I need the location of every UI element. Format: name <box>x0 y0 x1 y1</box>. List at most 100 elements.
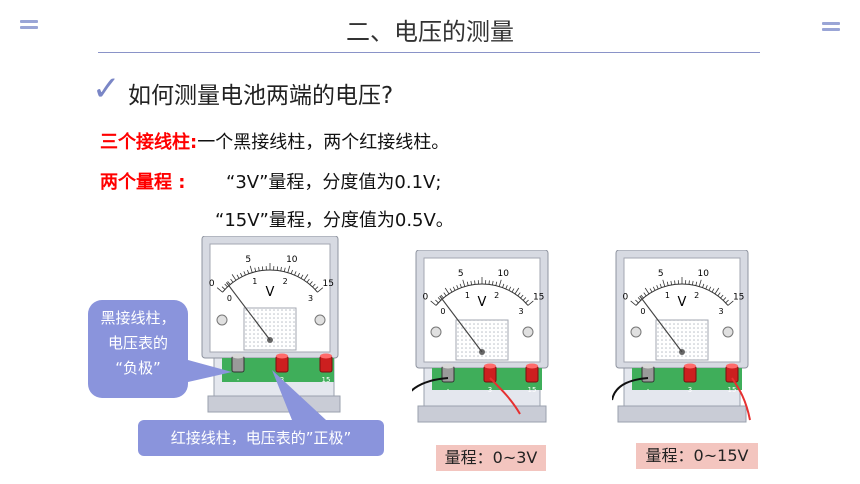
callout-pointer-black <box>188 360 232 382</box>
scale-tick <box>692 280 694 285</box>
scale-tick <box>662 279 666 287</box>
scale-tick <box>670 280 672 285</box>
terminal-cap <box>526 363 538 369</box>
scale-tick <box>466 281 469 286</box>
scale-tick <box>525 299 529 304</box>
scale-tick <box>714 287 720 295</box>
scale-arc <box>635 283 729 306</box>
inner-scale-label: 2 <box>694 291 699 300</box>
scale-tick <box>243 271 246 276</box>
scale-tick <box>502 283 505 288</box>
three-terminals-label: 三个接线柱: <box>100 132 198 153</box>
scale-tick <box>294 271 297 276</box>
scale-tick <box>314 286 319 290</box>
scale-tick <box>520 294 524 299</box>
two-ranges-line: 两个量程 : <box>100 168 185 194</box>
terminal-label: 15 <box>322 376 331 384</box>
scale-tick <box>449 288 453 293</box>
outer-scale-label: 15 <box>322 279 333 289</box>
scale-tick <box>452 286 456 291</box>
scale-tick <box>254 267 257 272</box>
terminal-label: 3 <box>488 386 492 394</box>
scale-tick <box>440 294 444 299</box>
range-3v-text: “3V”量程，分度值为0.1V; <box>226 172 442 193</box>
meter-needle <box>439 295 483 353</box>
inner-scale-label: 0 <box>640 307 645 316</box>
scale-tick <box>462 279 466 287</box>
scale-tick <box>717 292 721 297</box>
range-label-15v: 量程：0~15V <box>636 443 758 469</box>
outer-scale-label: 0 <box>209 279 215 289</box>
scale-tick <box>644 287 650 295</box>
callout-black-terminal: 黑接线柱， 电压表的 “负极” <box>88 300 188 398</box>
inner-scale-label: 2 <box>283 277 288 286</box>
scale-tick <box>725 299 729 304</box>
scale-tick <box>317 287 324 293</box>
unit-symbol: V <box>678 295 687 310</box>
scale-tick <box>283 267 286 272</box>
scale-tick <box>649 288 653 293</box>
scale-tick <box>508 286 512 291</box>
menu-icon-right[interactable] <box>822 22 840 31</box>
scale-tick <box>498 279 502 287</box>
menu-icon-left[interactable] <box>20 20 38 29</box>
meter-needle <box>639 295 683 353</box>
scale-tick <box>459 283 462 288</box>
scale-tick <box>435 299 439 304</box>
scale-tick <box>630 300 637 306</box>
scale-tick <box>306 278 310 283</box>
scale-tick <box>430 300 437 306</box>
callout-black-line3: “负极” <box>115 359 161 377</box>
terminal-label: - <box>647 386 650 394</box>
scale-tick <box>637 297 642 301</box>
scale-tick <box>297 272 300 277</box>
scale-tick <box>258 266 260 272</box>
scale-tick <box>708 286 712 291</box>
outer-scale-label: 5 <box>245 255 251 265</box>
terminal-cap <box>684 363 696 369</box>
callout-pointer-red <box>272 370 326 420</box>
terminal-cap <box>442 363 454 369</box>
outer-scale-label: 15 <box>733 292 744 302</box>
scale-tick <box>659 283 662 288</box>
scale-tick <box>517 292 521 297</box>
red-wire <box>489 377 521 415</box>
scale-tick <box>666 281 669 286</box>
inner-scale-label: 3 <box>308 294 313 303</box>
outer-scale-label: 0 <box>422 292 428 302</box>
scale-tick <box>227 281 231 285</box>
scale-tick <box>221 286 226 290</box>
scale-tick <box>698 279 702 287</box>
terminal-cap <box>726 363 738 369</box>
scale-tick <box>495 281 498 286</box>
outer-scale-label: 10 <box>697 269 709 279</box>
outer-scale-label: 15 <box>533 292 544 302</box>
scale-tick <box>492 280 494 285</box>
terminal-label: 15 <box>528 386 537 394</box>
scale-tick <box>231 274 237 281</box>
scale-tick <box>303 274 309 281</box>
meter-needle <box>225 282 271 341</box>
inner-scale-label: 1 <box>465 291 470 300</box>
title-divider <box>98 52 760 53</box>
callout-black-line2: 电压表的 <box>107 334 168 352</box>
scale-tick <box>443 292 447 297</box>
scale-tick <box>514 287 520 295</box>
scale-tick <box>300 274 304 279</box>
scale-tick <box>240 272 243 277</box>
scale-tick <box>640 294 644 299</box>
question-text: 如何测量电池两端的电压? <box>128 83 394 109</box>
unit-symbol: V <box>266 285 275 300</box>
terminal-cap <box>232 353 244 359</box>
outer-scale-label: 10 <box>497 269 509 279</box>
inner-scale-label: 0 <box>440 307 445 316</box>
scale-tick <box>230 278 234 283</box>
inner-scale-label: 1 <box>252 277 257 286</box>
terminal-cap <box>642 363 654 369</box>
outer-scale-label: 10 <box>286 255 298 265</box>
page-title: 二、电压的测量 <box>346 18 514 46</box>
outer-scale-label: 5 <box>458 269 464 279</box>
scale-tick <box>470 280 472 285</box>
